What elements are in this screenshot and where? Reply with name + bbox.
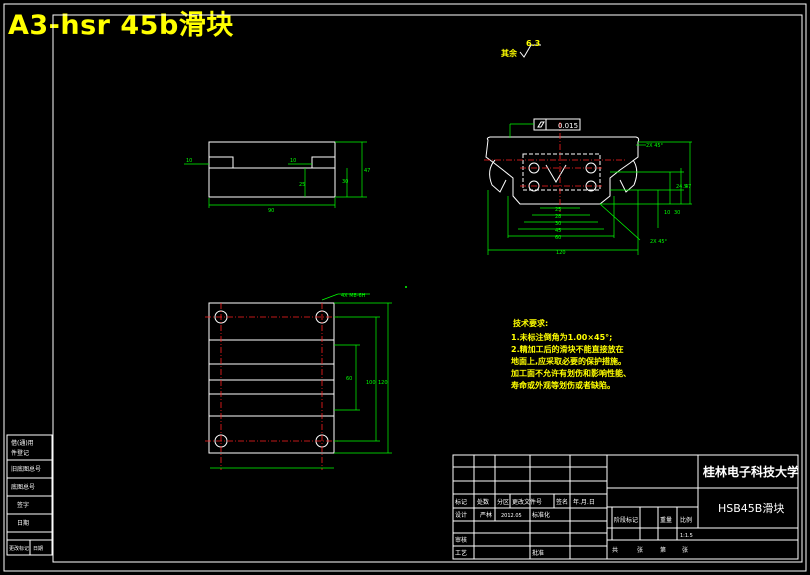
left-strip-label: 日期 <box>33 546 43 552</box>
left-strip-label: 日期 <box>17 519 29 527</box>
dim-label: 45 <box>555 228 561 234</box>
tech-line: 2.精加工后的滑块不能直接放在 <box>511 344 624 354</box>
left-strip-label: 旧底图总号 <box>11 465 41 473</box>
tb-designer: 严林 <box>480 511 492 519</box>
inner-border <box>52 14 803 563</box>
left-strip-label: 件登记 <box>11 449 29 457</box>
section-view <box>484 118 692 255</box>
tb-review: 审核 <box>455 536 467 544</box>
tb-date: 2012.05 <box>501 513 522 519</box>
tech-line: 寿命或外观等划伤或者缺陷。 <box>511 380 615 390</box>
tech-line: 加工面不允许有划伤和影响性能、 <box>510 368 631 378</box>
roughness-value: 6.3 <box>526 39 540 48</box>
roughness-label: 其余 <box>501 48 518 58</box>
dim-label: 24.5 <box>676 184 687 190</box>
hole-note: 4X M8-6H <box>341 293 366 299</box>
chamfer-label: 2X 45° <box>650 239 668 245</box>
dim-label: 25 <box>299 182 305 188</box>
left-strip-label: 更改标记 <box>9 545 29 552</box>
dim-label: 30 <box>555 221 561 227</box>
tech-line: 1.未标注倒角为1.00×45°; <box>511 332 612 342</box>
dim-label: 120 <box>556 250 566 256</box>
tb-approve: 批准 <box>532 549 544 557</box>
dim-label: 60 <box>555 235 561 241</box>
tolerance-value: 0.015 <box>558 122 578 130</box>
dim-label: 100 <box>366 380 376 386</box>
tb-process: 工艺 <box>455 549 467 557</box>
dim-label: 60 <box>346 376 352 382</box>
plan-view <box>205 293 392 470</box>
tb-label: 分区 <box>497 498 509 506</box>
tb-label: 签名 <box>556 498 568 506</box>
tb-sheet-of2: 张 <box>682 546 688 554</box>
roughness-symbol <box>519 44 541 58</box>
dim-label: 120 <box>378 380 388 386</box>
tb-standard: 标准化 <box>532 511 550 519</box>
left-strip-label: 借(通)用 <box>11 439 34 447</box>
tb-design: 设计 <box>455 511 467 519</box>
dim-label: 30 <box>342 179 348 185</box>
dim-label: 47 <box>364 168 370 174</box>
outer-border <box>3 3 807 572</box>
dim-label: 47 <box>685 184 691 190</box>
tb-label: 标记 <box>455 498 467 506</box>
dim-label: 90 <box>268 208 274 214</box>
tb-sheets: 共 <box>612 546 618 554</box>
tb-weight: 重量 <box>660 516 672 524</box>
tech-requirements: 技术要求: 1.未标注倒角为1.00×45°; 2.精加工后的滑块不能直接放在 … <box>510 318 631 390</box>
part-name: HSB45B滑块 <box>718 502 784 515</box>
tb-label: 年.月.日 <box>573 498 595 506</box>
left-strip-label: 签字 <box>17 501 29 509</box>
tech-line: 地面上,应采取必要的保护措施。 <box>511 356 626 366</box>
title-block <box>452 454 799 560</box>
tech-heading: 技术要求: <box>513 318 548 328</box>
tb-scale: 比例 <box>680 516 692 524</box>
dim-label: 25 <box>555 207 561 213</box>
dim-label: 30 <box>674 210 680 216</box>
side-view <box>184 141 367 208</box>
tb-stage: 阶段标记 <box>614 516 638 524</box>
dim-label: 10 <box>664 210 670 216</box>
left-strip: 借(通)用 件登记 旧底图总号 底图总号 签字 日期 更改标记 日期 <box>6 434 53 556</box>
school-name: 桂林电子科技大学 <box>702 464 799 479</box>
chamfer-label: 2X 45° <box>646 143 664 149</box>
dim-label: 10 <box>186 158 192 164</box>
tb-sheet-of: 第 <box>660 546 666 554</box>
tb-label: 处数 <box>477 498 489 506</box>
left-strip-label: 底图总号 <box>11 483 35 491</box>
tb-sheet: 张 <box>637 546 643 554</box>
dim-label: 10 <box>290 158 296 164</box>
dim-label: 28 <box>555 214 561 220</box>
marker-dot <box>405 286 407 288</box>
tb-scale-value: 1:1.5 <box>680 533 693 539</box>
tb-label: 更改文件号 <box>512 498 542 506</box>
